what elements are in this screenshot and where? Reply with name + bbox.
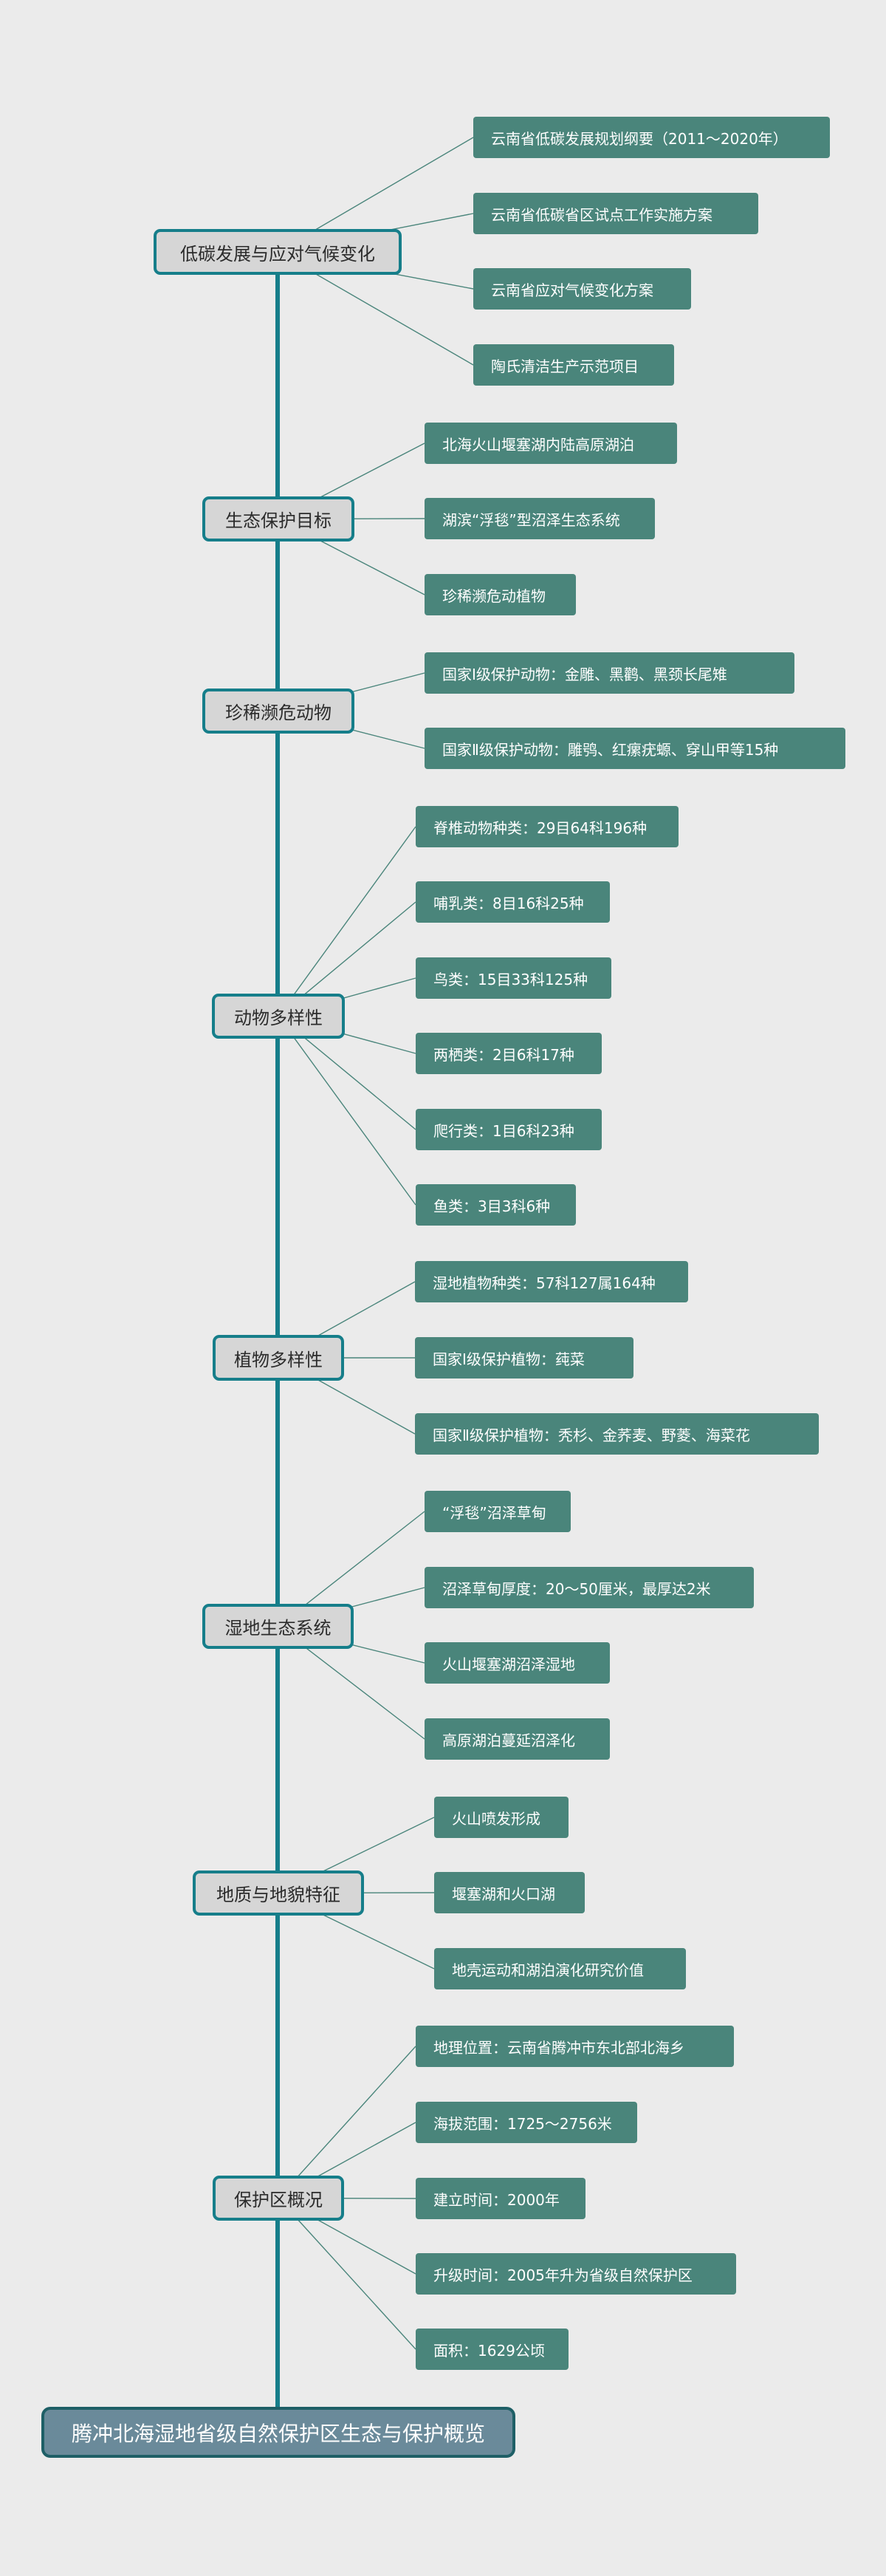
leaf-topic-node[interactable]: 湖滨“浮毯”型沼泽生态系统 <box>425 498 655 539</box>
leaf-topic-node[interactable]: 脊椎动物种类：29目64科196种 <box>416 806 679 847</box>
branch-leaf-connector <box>278 2046 416 2199</box>
leaf-topic-node[interactable]: 堰塞湖和火口湖 <box>434 1872 585 1913</box>
leaf-topic-node[interactable]: 国家Ⅰ级保护植物：莼菜 <box>415 1337 633 1378</box>
branch-topic-node[interactable]: 动物多样性 <box>212 994 345 1039</box>
leaf-topic-node[interactable]: 云南省低碳发展规划纲要（2011～2020年） <box>473 117 830 158</box>
leaf-topic-node[interactable]: “浮毯”沼泽草甸 <box>425 1491 571 1532</box>
leaf-topic-node[interactable]: 海拔范围：1725～2756米 <box>416 2102 637 2143</box>
root-topic-label: 腾冲北海湿地省级自然保护区生态与保护概览 <box>71 2421 485 2446</box>
leaf-topic-label: 堰塞湖和火口湖 <box>452 1885 555 1903</box>
leaf-topic-label: 哺乳类：8目16科25种 <box>433 894 584 912</box>
leaf-topic-node[interactable]: 鱼类：3目3科6种 <box>416 1184 576 1226</box>
branch-topic-label: 珍稀濒危动物 <box>225 703 332 723</box>
branch-topic-label: 湿地生态系统 <box>224 1618 332 1639</box>
leaf-topic-label: 湖滨“浮毯”型沼泽生态系统 <box>442 510 620 529</box>
leaf-topic-label: 国家Ⅱ级保护动物：雕鸮、红瘰疣螈、穿山甲等15种 <box>442 740 779 759</box>
leaf-topic-label: 地理位置：云南省腾冲市东北部北海乡 <box>433 2038 684 2057</box>
leaf-topic-label: 珍稀濒危动植物 <box>442 587 546 605</box>
branch-leaf-connector <box>278 826 416 1017</box>
leaf-topic-node[interactable]: 火山喷发形成 <box>434 1797 569 1838</box>
leaf-topic-label: 海拔范围：1725～2756米 <box>433 2114 612 2133</box>
leaf-topic-label: 云南省应对气候变化方案 <box>491 281 653 299</box>
leaf-topic-label: 高原湖泊蔓延沼泽化 <box>442 1731 575 1749</box>
leaf-topic-label: 国家Ⅰ级保护动物：金雕、黑鹳、黑颈长尾雉 <box>442 665 727 683</box>
branch-topic-node[interactable]: 保护区概况 <box>213 2176 344 2221</box>
branch-leaf-connector <box>278 1016 416 1206</box>
branch-topic-label: 植物多样性 <box>234 1349 323 1370</box>
leaf-topic-label: 脊椎动物种类：29目64科196种 <box>433 819 648 837</box>
leaf-topic-label: 湿地植物种类：57科127属164种 <box>433 1274 656 1292</box>
leaf-topic-label: 爬行类：1目6科23种 <box>433 1121 574 1140</box>
branch-topic-label: 地质与地貌特征 <box>216 1885 340 1905</box>
leaf-topic-label: 鸟类：15目33科125种 <box>433 970 588 988</box>
leaf-topic-label: 两栖类：2目6科17种 <box>433 1045 574 1064</box>
root-topic-node[interactable]: 腾冲北海湿地省级自然保护区生态与保护概览 <box>41 2407 515 2458</box>
leaf-topic-node[interactable]: 国家Ⅱ级保护植物：秃杉、金荞麦、野菱、海菜花 <box>415 1413 819 1455</box>
leaf-topic-node[interactable]: 两栖类：2目6科17种 <box>416 1033 602 1074</box>
branch-topic-label: 低碳发展与应对气候变化 <box>180 243 375 264</box>
leaf-topic-label: “浮毯”沼泽草甸 <box>442 1503 546 1522</box>
leaf-topic-node[interactable]: 爬行类：1目6科23种 <box>416 1109 602 1150</box>
leaf-topic-node[interactable]: 地壳运动和湖泊演化研究价值 <box>434 1948 686 1989</box>
leaf-topic-label: 云南省低碳发展规划纲要（2011～2020年） <box>491 129 788 148</box>
leaf-topic-label: 沼泽草甸厚度：20～50厘米，最厚达2米 <box>442 1579 711 1598</box>
leaf-topic-label: 建立时间：2000年 <box>433 2190 560 2209</box>
leaf-topic-label: 地壳运动和湖泊演化研究价值 <box>452 1961 644 1979</box>
branch-topic-label: 动物多样性 <box>234 1008 323 1028</box>
leaf-topic-label: 国家Ⅱ级保护植物：秃杉、金荞麦、野菱、海菜花 <box>433 1426 750 1444</box>
leaf-topic-label: 鱼类：3目3科6种 <box>433 1197 551 1215</box>
leaf-topic-node[interactable]: 地理位置：云南省腾冲市东北部北海乡 <box>416 2026 734 2067</box>
leaf-topic-node[interactable]: 建立时间：2000年 <box>416 2178 585 2219</box>
leaf-topic-node[interactable]: 珍稀濒危动植物 <box>425 574 576 615</box>
branch-topic-label: 生态保护目标 <box>225 510 332 531</box>
branch-topic-label: 保护区概况 <box>234 2190 323 2210</box>
leaf-topic-node[interactable]: 鸟类：15目33科125种 <box>416 957 611 999</box>
leaf-topic-node[interactable]: 云南省应对气候变化方案 <box>473 268 691 310</box>
branch-topic-node[interactable]: 植物多样性 <box>213 1335 344 1381</box>
leaf-topic-label: 云南省低碳省区试点工作实施方案 <box>491 205 712 224</box>
leaf-topic-node[interactable]: 国家Ⅱ级保护动物：雕鸮、红瘰疣螈、穿山甲等15种 <box>425 728 845 769</box>
leaf-topic-node[interactable]: 陶氏清洁生产示范项目 <box>473 344 674 386</box>
leaf-topic-label: 北海火山堰塞湖内陆高原湖泊 <box>442 435 634 454</box>
leaf-topic-node[interactable]: 北海火山堰塞湖内陆高原湖泊 <box>425 423 677 464</box>
leaf-topic-node[interactable]: 升级时间：2005年升为省级自然保护区 <box>416 2253 736 2295</box>
leaf-topic-node[interactable]: 火山堰塞湖沼泽湿地 <box>425 1642 610 1684</box>
leaf-topic-node[interactable]: 哺乳类：8目16科25种 <box>416 881 610 923</box>
branch-leaf-connector <box>278 2198 416 2350</box>
branch-topic-node[interactable]: 低碳发展与应对气候变化 <box>154 229 402 275</box>
leaf-topic-label: 面积：1629公顷 <box>433 2341 545 2360</box>
leaf-topic-node[interactable]: 国家Ⅰ级保护动物：金雕、黑鹳、黑颈长尾雉 <box>425 652 794 694</box>
branch-topic-node[interactable]: 地质与地貌特征 <box>193 1870 364 1916</box>
leaf-topic-node[interactable]: 云南省低碳省区试点工作实施方案 <box>473 193 758 234</box>
branch-topic-node[interactable]: 湿地生态系统 <box>202 1604 354 1649</box>
branch-topic-node[interactable]: 生态保护目标 <box>202 496 354 541</box>
leaf-topic-label: 陶氏清洁生产示范项目 <box>491 357 639 375</box>
leaf-topic-node[interactable]: 高原湖泊蔓延沼泽化 <box>425 1718 610 1760</box>
leaf-topic-node[interactable]: 沼泽草甸厚度：20～50厘米，最厚达2米 <box>425 1567 754 1608</box>
leaf-topic-label: 国家Ⅰ级保护植物：莼菜 <box>433 1350 585 1368</box>
branch-topic-node[interactable]: 珍稀濒危动物 <box>202 689 354 734</box>
leaf-topic-node[interactable]: 面积：1629公顷 <box>416 2329 569 2370</box>
leaf-topic-label: 火山喷发形成 <box>452 1809 540 1828</box>
leaf-topic-label: 火山堰塞湖沼泽湿地 <box>442 1655 575 1673</box>
leaf-topic-node[interactable]: 湿地植物种类：57科127属164种 <box>415 1261 688 1302</box>
leaf-topic-label: 升级时间：2005年升为省级自然保护区 <box>433 2266 693 2284</box>
